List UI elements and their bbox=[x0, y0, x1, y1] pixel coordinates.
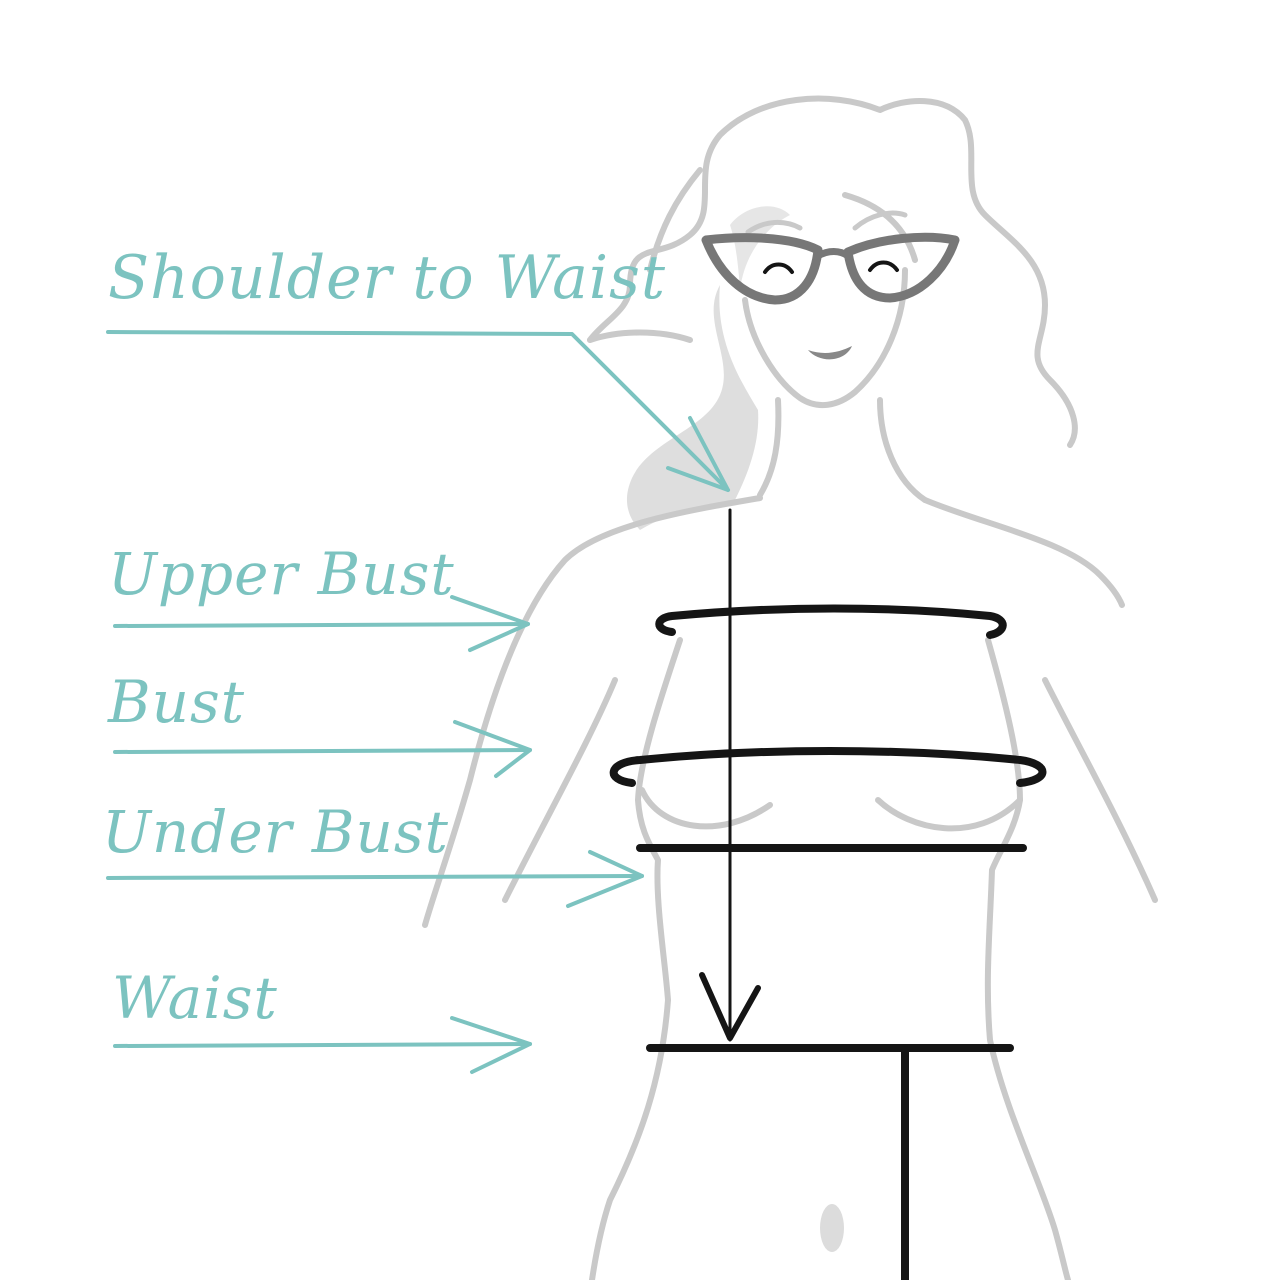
glasses-right-lens bbox=[843, 232, 960, 303]
eye-right bbox=[868, 260, 899, 272]
label-waist: Waist bbox=[112, 964, 278, 1032]
arrow-bust-head bbox=[453, 720, 532, 778]
arrow-waist-head bbox=[450, 1016, 532, 1074]
hair-curl-left bbox=[587, 329, 693, 343]
label-bust: Bust bbox=[107, 668, 245, 736]
left-arm-inner bbox=[502, 677, 618, 903]
measurement-lines bbox=[609, 508, 1047, 1280]
labels: Shoulder to Waist Upper Bust Bust Under … bbox=[102, 243, 666, 1032]
mouth bbox=[808, 346, 852, 360]
neck-right bbox=[877, 397, 928, 503]
torso-right-upper bbox=[984, 637, 1071, 1280]
hair-shadow bbox=[626, 285, 759, 530]
glasses-left-lens bbox=[701, 233, 823, 305]
eyebrow-left bbox=[745, 220, 803, 235]
glasses-bridge bbox=[816, 248, 851, 260]
hair-inner-left bbox=[647, 167, 703, 273]
bust-measure-ring bbox=[609, 747, 1047, 787]
arrow-under-bust-head bbox=[566, 850, 644, 908]
glasses bbox=[701, 232, 960, 305]
right-shoulder-arm bbox=[922, 497, 1125, 608]
torso-left-upper bbox=[589, 637, 683, 1280]
breast-left bbox=[639, 787, 773, 830]
arrows bbox=[106, 330, 730, 1074]
left-shoulder-arm bbox=[422, 495, 763, 928]
neck-left bbox=[757, 397, 782, 498]
shoulder-to-waist-arrowhead bbox=[699, 972, 761, 1041]
eyebrow-right bbox=[852, 210, 908, 231]
face-shadow bbox=[730, 206, 790, 290]
arrow-upper-bust-head bbox=[450, 595, 530, 652]
arrow-waist bbox=[113, 1042, 532, 1048]
arrow-shoulder-to-waist-head bbox=[666, 416, 730, 492]
navel bbox=[820, 1204, 844, 1252]
right-arm-outer bbox=[1042, 677, 1158, 903]
label-upper-bust: Upper Bust bbox=[108, 540, 455, 608]
hair-right-inner bbox=[842, 192, 918, 263]
arrow-shoulder-to-waist bbox=[106, 330, 730, 492]
label-shoulder-to-waist: Shoulder to Waist bbox=[108, 243, 666, 313]
breast-right bbox=[875, 797, 1023, 832]
upper-bust-measure-ring bbox=[655, 604, 1007, 639]
eye-left bbox=[763, 262, 794, 274]
arrow-upper-bust bbox=[113, 622, 530, 628]
label-under-bust: Under Bust bbox=[102, 798, 449, 866]
face-outline bbox=[742, 267, 908, 409]
arrow-under-bust bbox=[106, 874, 644, 880]
arrow-bust bbox=[113, 748, 532, 754]
woman-figure bbox=[422, 95, 1158, 1280]
